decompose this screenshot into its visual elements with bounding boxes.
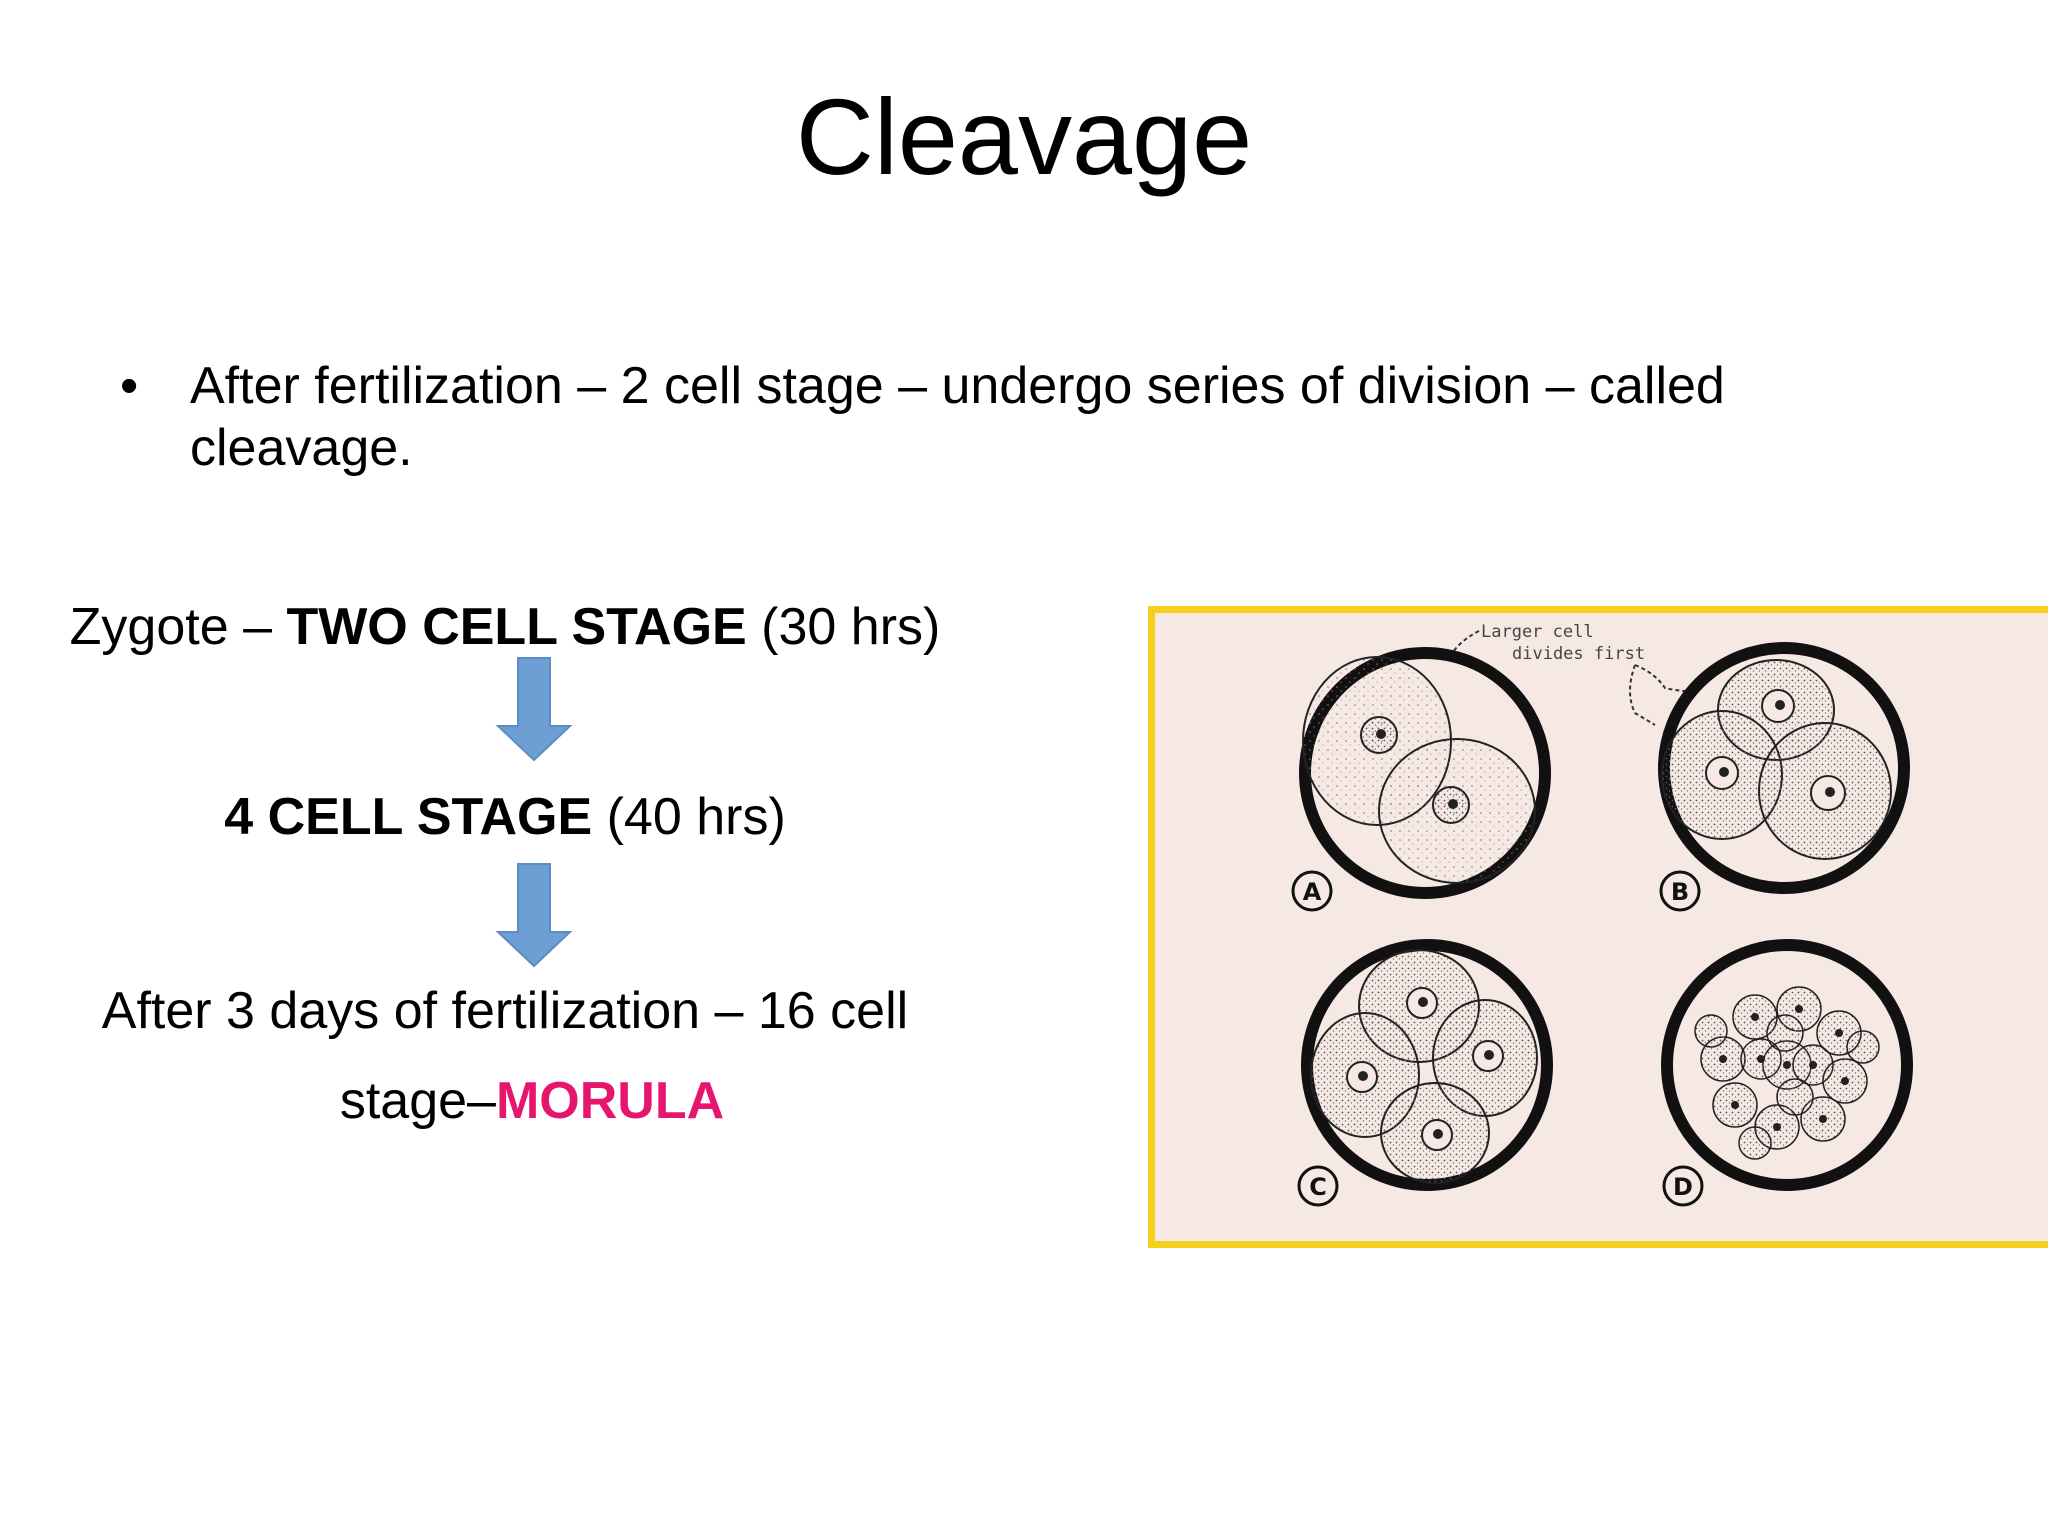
- down-arrow-1: [495, 657, 573, 762]
- flow-step2-stage: 4 CELL STAGE: [224, 788, 593, 846]
- panel-c-label: C: [1297, 1165, 1339, 1207]
- flow-step1-time: (30 hrs): [746, 598, 941, 656]
- panel-c-four-cell: [1301, 939, 1553, 1191]
- cleavage-stages-figure: Larger cell divides first A: [1148, 606, 2048, 1248]
- down-arrow-2: [495, 863, 573, 968]
- bullet-text: After fertilization – 2 cell stage – und…: [190, 357, 1725, 477]
- flow-step-sixteen-cell: After 3 days of fertilization – 16 cell: [101, 982, 909, 1040]
- morula-label: MORULA: [495, 1072, 725, 1130]
- flow-step3-prefix: stage–: [339, 1072, 496, 1130]
- flow-step-two-cell: Zygote – TWO CELL STAGE (30 hrs): [0, 596, 1010, 658]
- annotation-line1: Larger cell: [1481, 622, 1594, 642]
- cleavage-illustration: Larger cell divides first A: [1291, 622, 1913, 1207]
- flow-step2-time: (40 hrs): [592, 788, 786, 846]
- flow-step-four-cell: 4 CELL STAGE (40 hrs): [0, 786, 1010, 848]
- panel-d-letter: D: [1673, 1173, 1693, 1201]
- flow-step1-stage: TWO CELL STAGE: [286, 598, 747, 656]
- bullet-marker: •: [120, 357, 139, 415]
- panel-a-label: A: [1291, 870, 1333, 912]
- panel-a-letter: A: [1303, 878, 1322, 906]
- slide-title: Cleavage: [795, 76, 1253, 197]
- panel-a-two-cell: [1299, 647, 1551, 899]
- flow-step1-prefix: Zygote –: [69, 598, 287, 656]
- flow-step-morula: stage–MORULA: [0, 1070, 1064, 1132]
- panel-b-three-cell: [1658, 642, 1910, 894]
- panel-d-label: D: [1662, 1165, 1704, 1207]
- annotation-line2: divides first: [1512, 644, 1645, 664]
- annotation-pointer-b2: [1629, 664, 1656, 726]
- panel-c-letter: C: [1309, 1173, 1327, 1201]
- panel-b-label: B: [1659, 870, 1701, 912]
- panel-b-letter: B: [1671, 878, 1689, 906]
- panel-d-morula: [1661, 939, 1913, 1191]
